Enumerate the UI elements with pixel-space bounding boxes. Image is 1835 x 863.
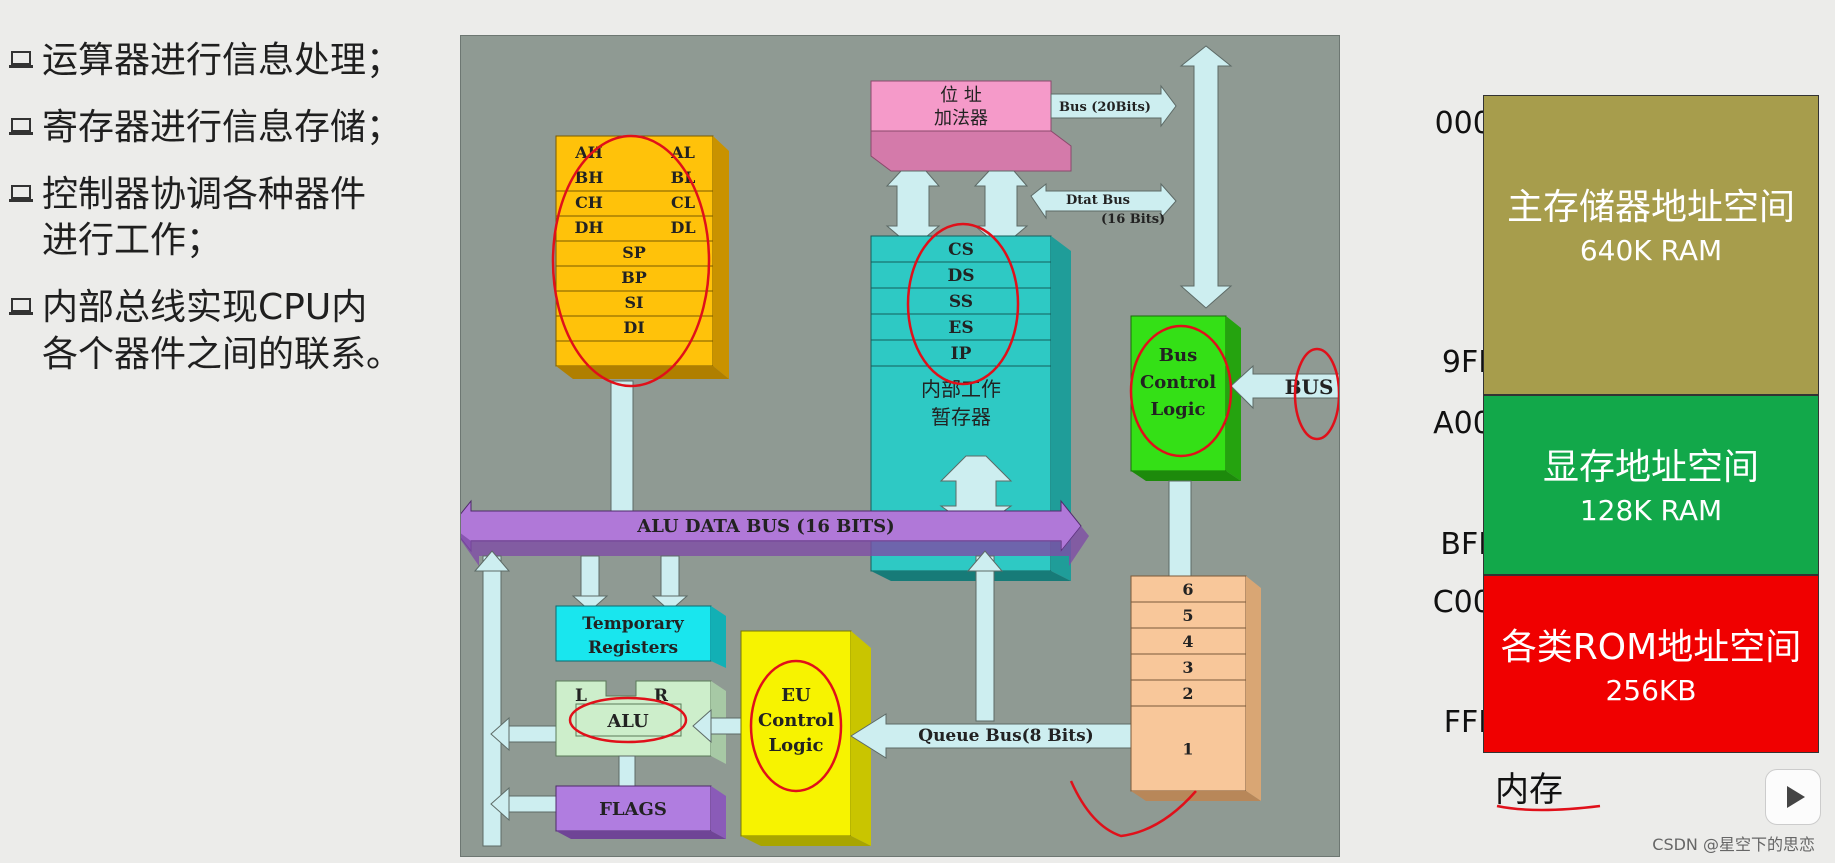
left-bus-arrows bbox=[473, 550, 570, 847]
alu-l-label: L bbox=[575, 686, 587, 706]
eu-label-1: EU bbox=[781, 685, 811, 706]
register-label-bl: BL bbox=[671, 168, 696, 187]
register-label-sp: SP bbox=[622, 243, 646, 262]
bus-label: BUS bbox=[1285, 375, 1334, 399]
block-title: 各类ROM地址空间 bbox=[1500, 627, 1802, 668]
register-label-bp: BP bbox=[621, 268, 647, 287]
register-label-ah: AH bbox=[574, 143, 603, 162]
data-bus-arrow: Dtat Bus (16 Bits) bbox=[1030, 182, 1177, 227]
bullet-list: 运算器进行信息处理； 寄存器进行信息存储； 控制器协调各种器件 进行工作； 内部… bbox=[6, 38, 446, 399]
memory-caption: 内存 bbox=[1495, 770, 1563, 810]
temp-store-label-1: 内部工作 bbox=[921, 377, 1001, 401]
data-bus-label-2: (16 Bits) bbox=[1101, 212, 1165, 227]
alu-label: ALU bbox=[606, 711, 649, 732]
bullet-item-controller: 控制器协调各种器件 进行工作； bbox=[6, 172, 446, 266]
caption-underline bbox=[1496, 804, 1601, 812]
queue-slot-6: 6 bbox=[1182, 580, 1193, 599]
register-label-al: AL bbox=[670, 143, 695, 162]
external-bus-arrow bbox=[1179, 45, 1233, 309]
queue-slot-3: 3 bbox=[1182, 658, 1193, 677]
laptop-icon bbox=[9, 51, 33, 68]
register-label-dh: DH bbox=[575, 218, 604, 237]
alu-data-bus-label: ALU DATA BUS (16 BITS) bbox=[636, 516, 894, 537]
temporary-registers: Temporary Registers bbox=[555, 605, 726, 668]
watermark: CSDN @星空下的思恋 bbox=[1652, 835, 1815, 854]
register-label-bh: BH bbox=[575, 168, 604, 187]
data-bus-label-1: Dtat Bus bbox=[1066, 193, 1130, 208]
register-label-dl: DL bbox=[670, 218, 695, 237]
segment-label-ds: DS bbox=[947, 266, 974, 286]
bus-control-label-1: Bus bbox=[1159, 345, 1197, 366]
alu-data-bus: ALU DATA BUS (16 BITS) bbox=[461, 499, 1089, 566]
bus-temp-arrows bbox=[571, 555, 689, 612]
adder-label-2: 加法器 bbox=[934, 108, 988, 129]
flags-label: FLAGS bbox=[599, 799, 667, 820]
instruction-queue bbox=[1130, 575, 1261, 801]
queue-slot-1: 1 bbox=[1182, 740, 1193, 759]
address-adder: 位 址 加法器 bbox=[870, 80, 1072, 172]
queue-bus-arrow: Queue Bus(8 Bits) bbox=[850, 713, 1132, 759]
block-title: 主存储器地址空间 bbox=[1506, 187, 1795, 228]
register-bus-arrow bbox=[610, 380, 634, 532]
register-label-di: DI bbox=[623, 318, 644, 337]
queue-slot-4: 4 bbox=[1182, 632, 1193, 651]
bullet-item-alu: 运算器进行信息处理； bbox=[6, 38, 446, 85]
segment-rows: CS DS SS ES IP bbox=[871, 240, 1051, 367]
eu-label-3: Logic bbox=[768, 735, 823, 756]
temp-store-label-2: 暂存器 bbox=[931, 405, 991, 429]
main-memory-block: 主存储器地址空间 640K RAM bbox=[1483, 95, 1819, 395]
bus-control-label-2: Control bbox=[1140, 372, 1216, 393]
bullet-line: 控制器协调各种器件 bbox=[42, 173, 367, 215]
annotation-marks bbox=[551, 134, 1339, 838]
bus-arrow: BUS bbox=[1230, 364, 1339, 410]
block-size: 128K RAM bbox=[1579, 494, 1723, 527]
segment-label-es: ES bbox=[948, 318, 973, 338]
block-size: 640K RAM bbox=[1579, 234, 1723, 267]
block-size: 256KB bbox=[1605, 674, 1697, 707]
bullet-line: 寄存器进行信息存储； bbox=[42, 106, 403, 148]
queue-slot-2: 2 bbox=[1182, 684, 1193, 703]
laptop-icon bbox=[9, 184, 33, 202]
register-label-si: SI bbox=[624, 293, 643, 312]
segment-label-ip: IP bbox=[951, 344, 972, 364]
bus-20-arrow: Bus (20Bits) bbox=[1050, 84, 1177, 128]
bullet-item-register: 寄存器进行信息存储； bbox=[6, 105, 446, 152]
bullet-line: 内部总线实现CPU内 bbox=[42, 287, 368, 329]
queue-rows: 6 5 4 3 2 1 bbox=[1131, 580, 1246, 759]
bullet-item-bus: 内部总线实现CPU内 各个器件之间的联系。 bbox=[6, 285, 446, 379]
adder-label-1: 位 址 bbox=[940, 85, 982, 106]
queue-slot-5: 5 bbox=[1182, 606, 1193, 625]
register-label-ch: CH bbox=[575, 193, 603, 212]
flags-register: FLAGS bbox=[555, 785, 726, 839]
register-label-cl: CL bbox=[671, 193, 695, 212]
bullet-line: 进行工作； bbox=[42, 220, 223, 262]
temp-regs-label-2: Registers bbox=[588, 638, 678, 658]
bullet-line: 运算器进行信息处理； bbox=[42, 40, 403, 81]
register-rows: AH AL BH BL CH CL DH DL SP BP SI DI bbox=[556, 143, 713, 342]
segment-label-ss: SS bbox=[949, 292, 973, 312]
video-memory-block: 显存地址空间 128K RAM bbox=[1483, 395, 1819, 575]
bullet-line: 各个器件之间的联系。 bbox=[42, 333, 403, 375]
rom-block: 各类ROM地址空间 256KB bbox=[1483, 575, 1819, 753]
segment-label-cs: CS bbox=[948, 240, 974, 260]
eu-label-2: Control bbox=[758, 710, 834, 731]
memory-map: 00000 9FFFF A0000 BFFFF C0000 FFFFF 主存储器… bbox=[1360, 0, 1835, 863]
laptop-icon bbox=[9, 298, 33, 316]
temp-regs-label-1: Temporary bbox=[582, 614, 685, 634]
block-title: 显存地址空间 bbox=[1542, 447, 1759, 488]
bus-20-label: Bus (20Bits) bbox=[1059, 100, 1151, 115]
cpu-diagram: AH AL BH BL CH CL DH DL SP BP SI DI 位 址 加法器 Bus (20… bbox=[460, 35, 1340, 857]
play-button[interactable] bbox=[1765, 769, 1821, 825]
bus-queue-vertical-arrow bbox=[966, 550, 1004, 722]
queue-bus-label: Queue Bus(8 Bits) bbox=[918, 726, 1093, 746]
laptop-icon bbox=[9, 117, 33, 135]
bus-control-label-3: Logic bbox=[1150, 399, 1205, 420]
